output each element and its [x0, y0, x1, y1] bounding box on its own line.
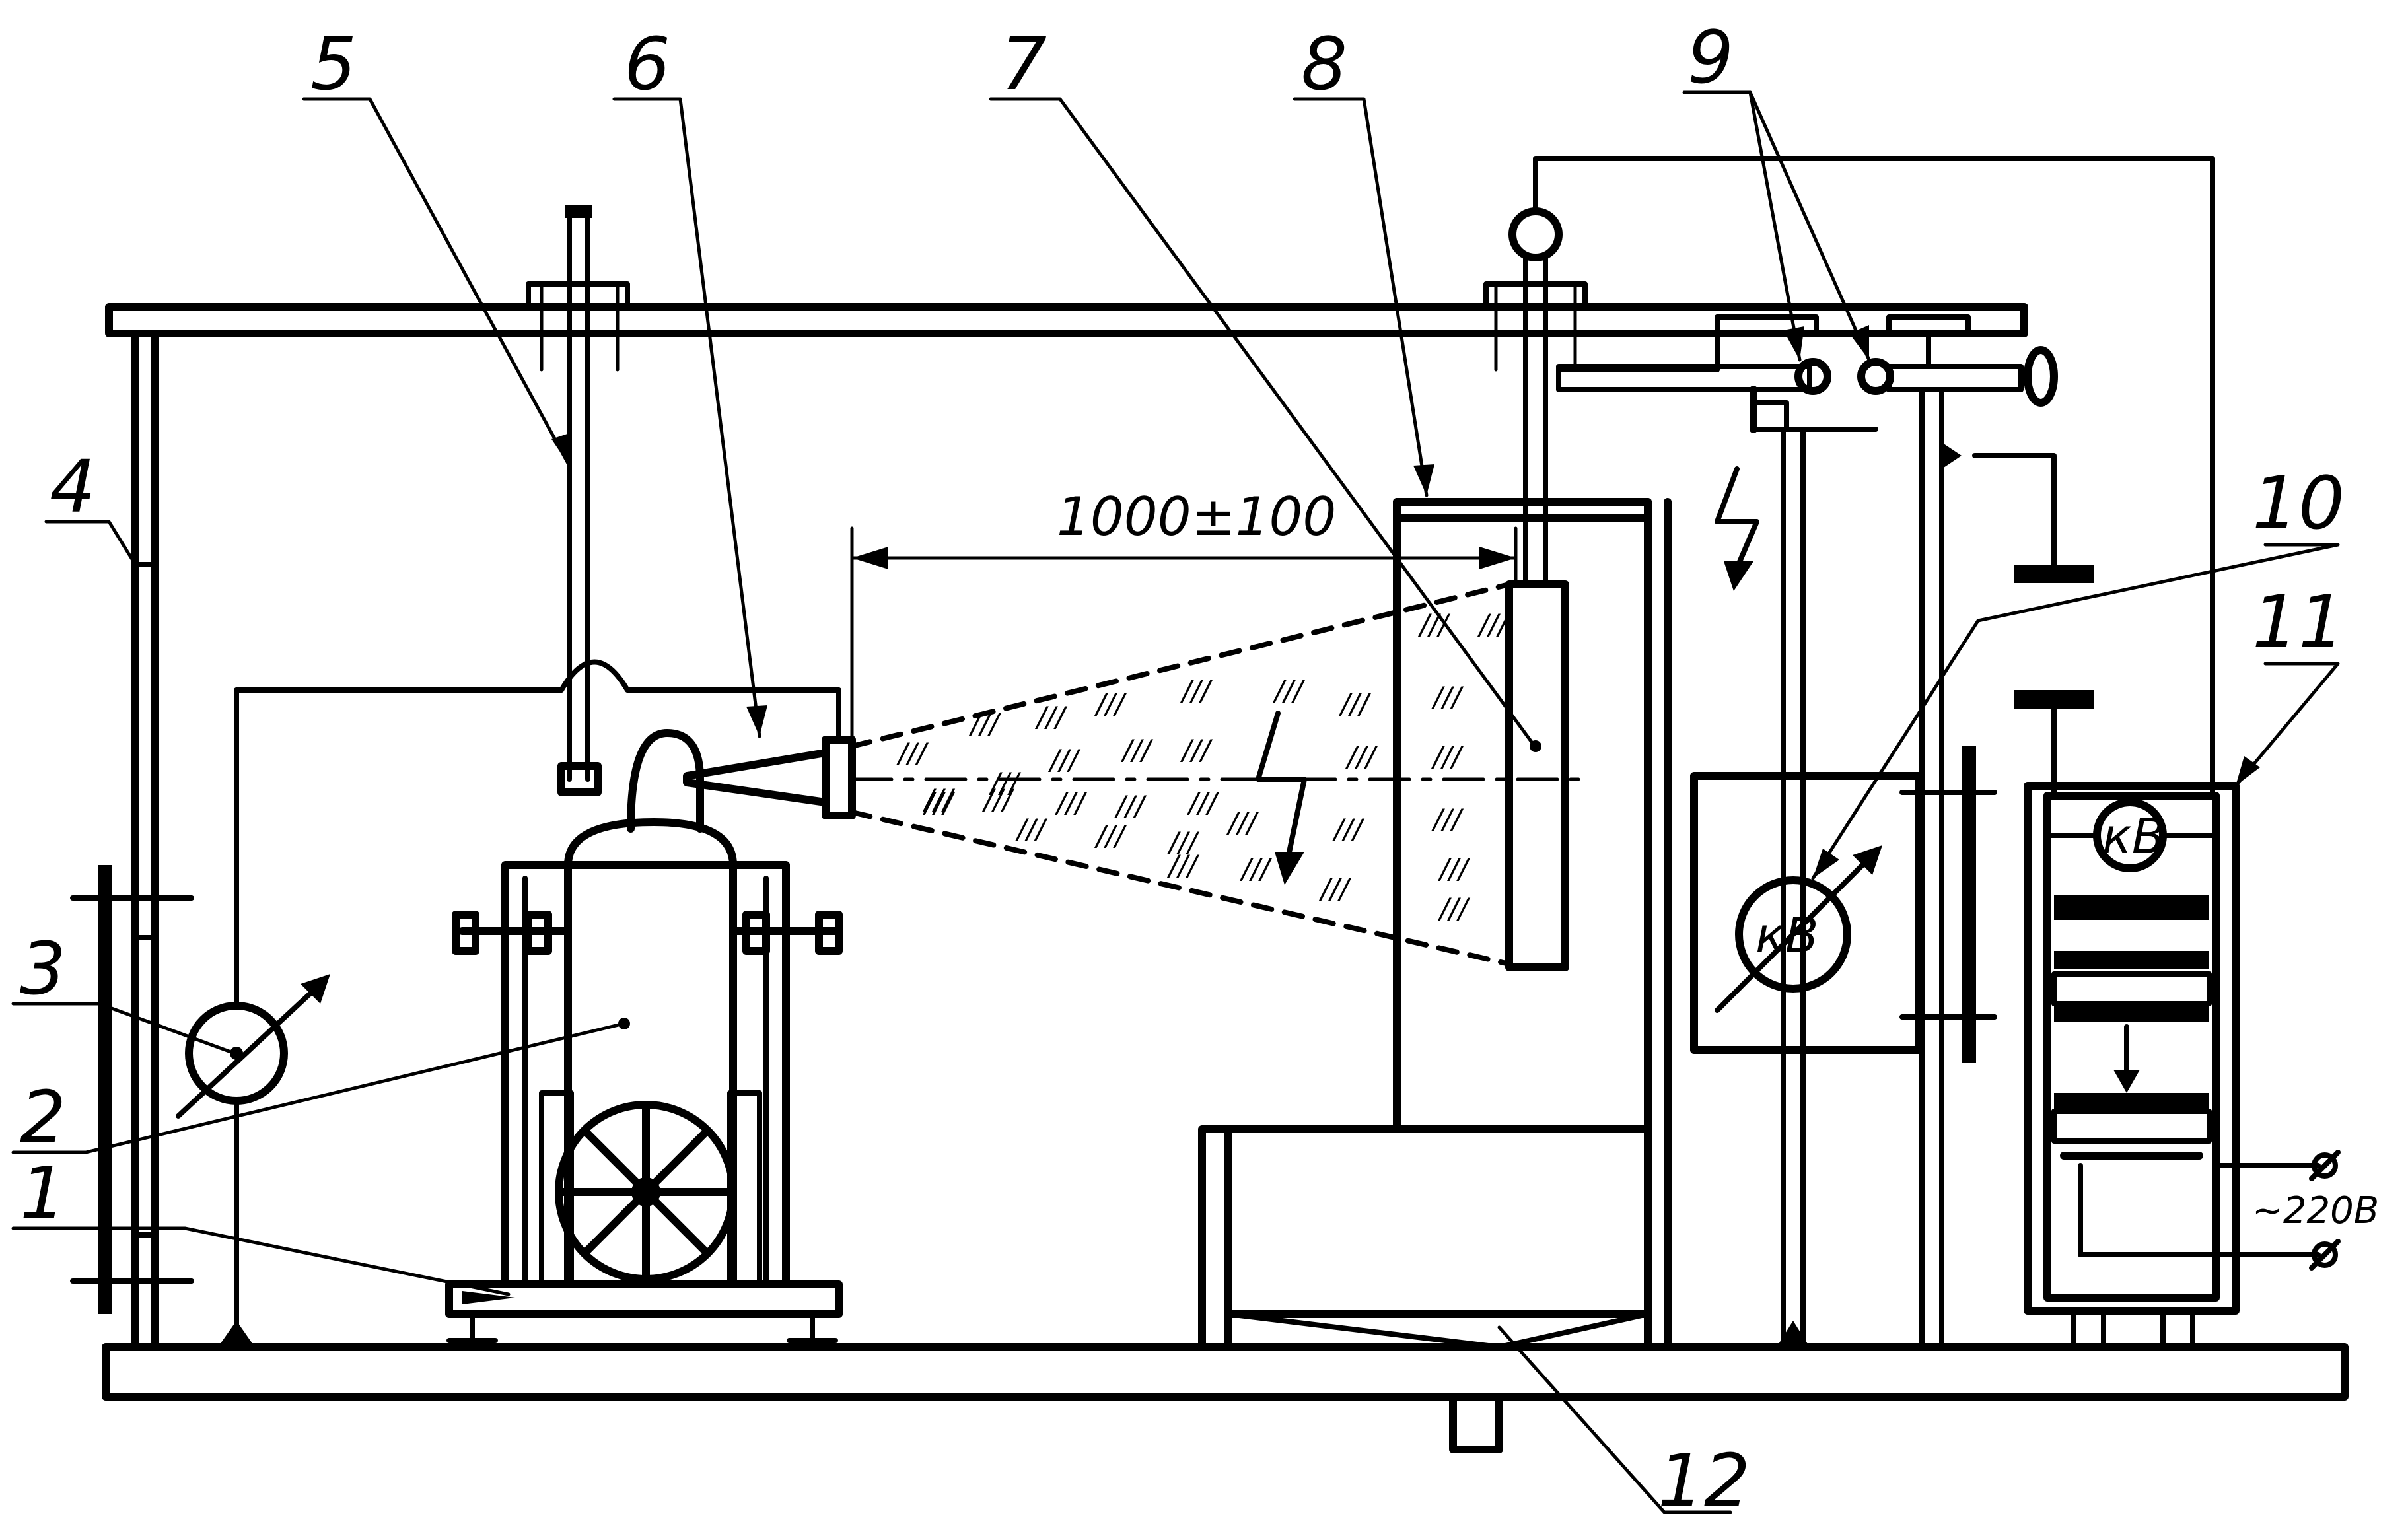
- spray-gun: [627, 729, 856, 833]
- discharge-symbols: [1256, 466, 1759, 885]
- particle-mark: ///: [1014, 813, 1047, 845]
- particle-mark: ///: [1431, 740, 1464, 773]
- label-5: 5: [310, 22, 357, 106]
- particle-mark: ///: [1034, 701, 1067, 733]
- label-6: 6: [624, 22, 670, 106]
- gun-wiring: [559, 659, 841, 742]
- particle-mark: ///: [922, 783, 955, 816]
- particle-mark: ///: [1120, 734, 1153, 766]
- particle-mark: ///: [1166, 826, 1199, 858]
- particle-mark: ///: [1047, 744, 1080, 776]
- particle-mark: ///: [988, 767, 1021, 799]
- label-8: 8: [1301, 22, 1347, 106]
- particle-mark: ///: [1331, 813, 1364, 845]
- supply-voltage-label: ~220В: [2252, 1189, 2379, 1232]
- particle-mark: ///: [1054, 786, 1087, 819]
- particle-mark: ///: [1318, 872, 1351, 905]
- particle-mark: ///: [1345, 740, 1378, 773]
- label-11: 11: [2252, 580, 2345, 664]
- particle-mark: ///: [922, 786, 955, 819]
- label-7: 7: [1001, 22, 1047, 106]
- particle-mark: ///: [1437, 892, 1470, 924]
- kv-meter-unit: кВ: [1755, 907, 1818, 964]
- particle-mark: ///: [1094, 819, 1127, 852]
- label-10: 10: [2252, 461, 2345, 545]
- particle-mark: ///: [1431, 681, 1464, 713]
- left-post: [131, 330, 159, 1351]
- spray-booth: [1198, 498, 1672, 1351]
- meter-3: [176, 687, 564, 1347]
- spark-gap: [1556, 314, 2094, 1350]
- dimension-label: 1000±100: [1057, 486, 1336, 547]
- distance-dimension: 1000±100: [850, 486, 1518, 742]
- particle-mark: ///: [1186, 786, 1219, 819]
- high-voltage-source: кВ ~220В: [2024, 782, 2379, 1350]
- label-4: 4: [50, 444, 96, 529]
- left-ground-plate: [70, 865, 194, 1314]
- particle-mark: ///: [1437, 853, 1470, 885]
- kilovoltmeter: кВ: [1690, 772, 1923, 1054]
- label-12: 12: [1658, 1438, 1750, 1523]
- particle-mark: ///: [1094, 687, 1127, 720]
- label-9: 9: [1687, 15, 1734, 100]
- spray-particles: /// /// /// /// /// /// /// /// /// /// …: [896, 608, 1510, 924]
- base-plate: [102, 1343, 2349, 1453]
- paint-vessel: [452, 818, 843, 1288]
- source-meter-unit: кВ: [2102, 808, 2165, 865]
- particle-mark: ///: [1180, 734, 1213, 766]
- particle-mark: ///: [981, 783, 1014, 816]
- label-3: 3: [20, 926, 66, 1011]
- sample-holder: [1483, 156, 2215, 971]
- label-2: 2: [20, 1075, 66, 1160]
- particle-mark: ///: [1239, 853, 1272, 885]
- top-rail: [105, 303, 2028, 337]
- hanger-rod: [526, 205, 630, 796]
- particle-mark: ///: [896, 737, 929, 769]
- particle-mark: ///: [1338, 687, 1371, 720]
- particle-mark: ///: [1166, 849, 1199, 882]
- particle-mark: ///: [1180, 674, 1213, 707]
- particle-mark: ///: [1114, 790, 1147, 822]
- particle-mark: ///: [1272, 674, 1305, 707]
- particle-mark: ///: [1477, 608, 1510, 641]
- callouts: 1 2 3 4 5 6 7 8 9 10: [11, 15, 2345, 1523]
- particle-mark: ///: [968, 707, 1001, 740]
- particle-mark: ///: [1431, 803, 1464, 835]
- particle-mark: ///: [1226, 806, 1259, 839]
- label-1: 1: [20, 1151, 66, 1236]
- platform: [445, 1280, 843, 1350]
- spray-cone: [849, 582, 1587, 967]
